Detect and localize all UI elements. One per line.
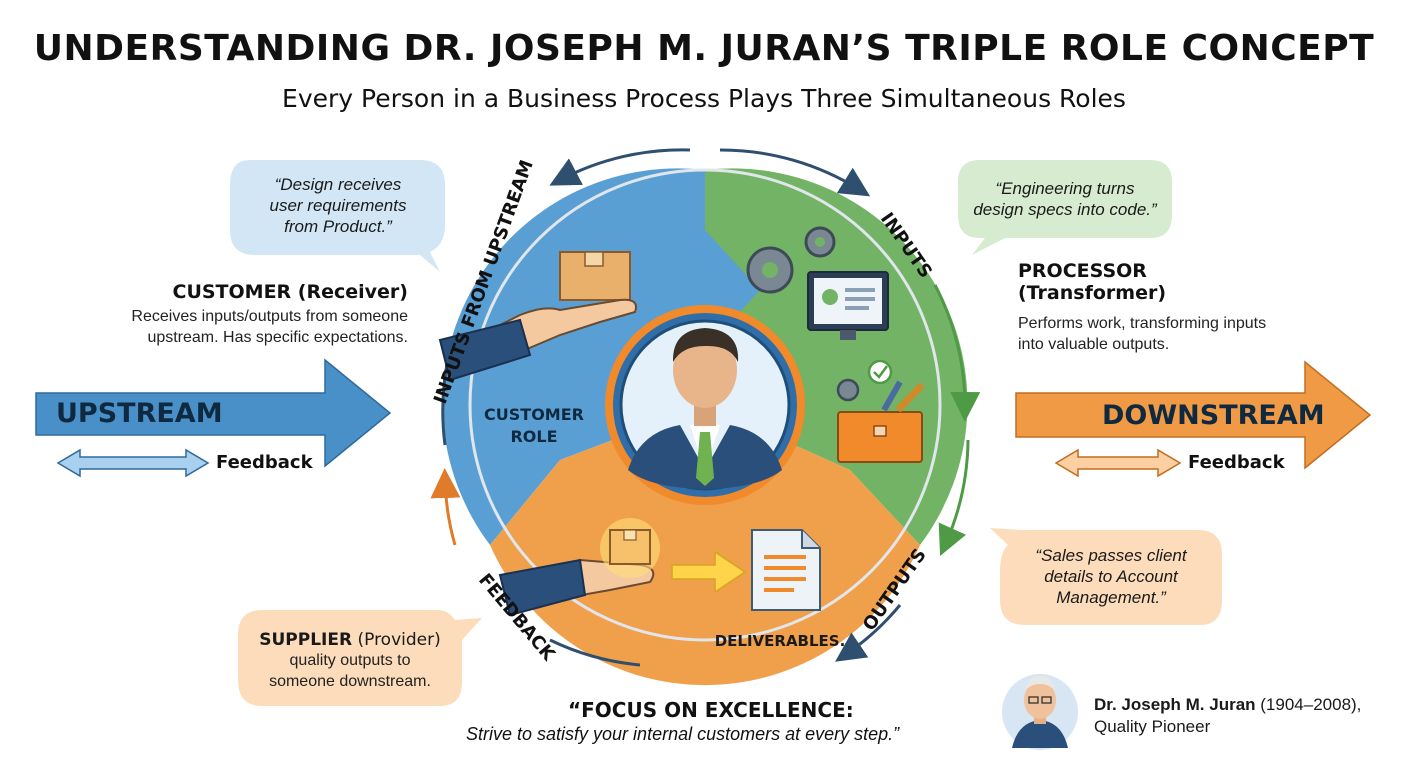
customer-sector — [442, 168, 705, 545]
supplier-role-title: SUPPLIER — [259, 630, 353, 650]
toolbox-icon — [836, 359, 925, 463]
page-subtitle: Every Person in a Business Process Plays… — [282, 84, 1126, 113]
downstream-arrow — [1015, 360, 1372, 470]
processor-role-title: PROCESSOR (Transformer) — [1018, 260, 1167, 304]
downstream-feedback-arrow — [1054, 448, 1182, 478]
customer-role-label-line2: ROLE — [510, 427, 557, 446]
package-icon — [559, 251, 631, 301]
deliverables-label: DELIVERABLES. — [715, 632, 846, 650]
deliver-arrow-icon — [671, 550, 747, 594]
person-avatar — [605, 305, 805, 505]
document-icon — [751, 529, 821, 611]
customer-role-description: Receives inputs/outputs from someone ups… — [131, 308, 408, 346]
juran-portrait — [1002, 674, 1078, 750]
upstream-arrow — [35, 358, 392, 468]
bubble-supplier — [238, 610, 482, 706]
upstream-label: UPSTREAM — [56, 398, 223, 429]
sales-example-quote: “Sales passes client details to Account … — [1035, 546, 1187, 607]
glowing-box-icon — [600, 518, 660, 578]
bubble-engineering — [958, 160, 1172, 255]
focus-quote-title: “FOCUS ON EXCELLENCE: — [568, 698, 854, 722]
upstream-feedback-label: Feedback — [216, 452, 313, 473]
monitor-icon — [807, 271, 889, 340]
processor-role-description: Performs work, transforming inputs into … — [1018, 315, 1267, 353]
juran-name: Dr. Joseph M. Juran — [1094, 695, 1256, 714]
customer-role-label-line1: CUSTOMER — [484, 405, 584, 424]
supplier-role-box: SUPPLIER (Provider) quality outputs to s… — [238, 630, 462, 692]
supplier-desc-line1: quality outputs to — [289, 652, 411, 669]
bubble-sales — [990, 528, 1222, 625]
juran-caption: Dr. Joseph M. Juran (1904–2008), Quality… — [1094, 695, 1361, 737]
processor-example-quote: “Engineering turns design specs into cod… — [973, 179, 1157, 219]
juran-role: Quality Pioneer — [1094, 717, 1211, 736]
customer-role-title: CUSTOMER (Receiver) — [172, 281, 409, 303]
supplier-desc-line2: someone downstream. — [269, 673, 431, 690]
juran-years: (1904–2008), — [1255, 695, 1362, 714]
hand-receiving-icon — [438, 298, 637, 382]
gears-icon — [746, 226, 836, 294]
supplier-role-subtitle: (Provider) — [352, 630, 441, 650]
upstream-feedback-arrow — [56, 448, 210, 478]
downstream-label: DOWNSTREAM — [1102, 400, 1325, 431]
page-title: UNDERSTANDING DR. JOSEPH M. JURAN’S TRIP… — [33, 28, 1375, 69]
focus-quote-body: Strive to satisfy your internal customer… — [466, 724, 900, 744]
bubble-design — [230, 160, 445, 272]
customer-example-quote: “Design receives user requirements from … — [269, 175, 407, 236]
downstream-feedback-label: Feedback — [1188, 452, 1285, 473]
